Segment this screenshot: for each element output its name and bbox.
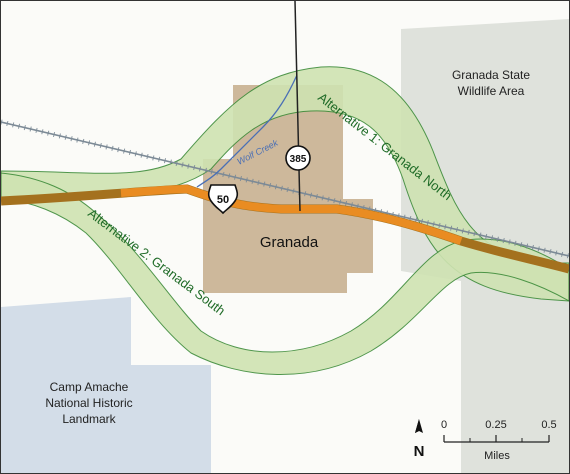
scale-unit: Miles bbox=[484, 450, 510, 462]
wolf-creek bbox=[196, 74, 298, 188]
us-50-highway-core bbox=[120, 184, 463, 245]
railroad bbox=[1, 119, 569, 259]
north-arrow-label: N bbox=[414, 443, 425, 460]
us-50-shield-number: 50 bbox=[217, 194, 229, 206]
landmark-label-line3: Landmark bbox=[62, 412, 116, 426]
us-50-shield: 50 bbox=[207, 184, 239, 215]
wildlife-area-label-line2: Wildlife Area bbox=[458, 84, 525, 98]
north-arrow: N bbox=[414, 419, 425, 460]
highway-385-shield-number: 385 bbox=[290, 154, 307, 165]
landmark-region bbox=[1, 297, 211, 473]
landmark-label-line1: Camp Amache bbox=[50, 380, 129, 394]
alternative-1-corridor bbox=[1, 66, 569, 302]
town-label: Granada bbox=[260, 234, 319, 251]
scale-tick-1: 0.25 bbox=[485, 419, 506, 431]
wildlife-area-label-line1: Granada State bbox=[452, 68, 530, 82]
scale-tick-2: 0.5 bbox=[541, 419, 556, 431]
landmark-label-line2: National Historic bbox=[45, 396, 132, 410]
highway-385-road bbox=[294, 1, 301, 212]
scale-tick-0: 0 bbox=[441, 419, 447, 431]
highway-385-shield: 385 bbox=[285, 145, 311, 171]
scale-bar: 0 0.25 0.5 Miles bbox=[441, 419, 557, 462]
